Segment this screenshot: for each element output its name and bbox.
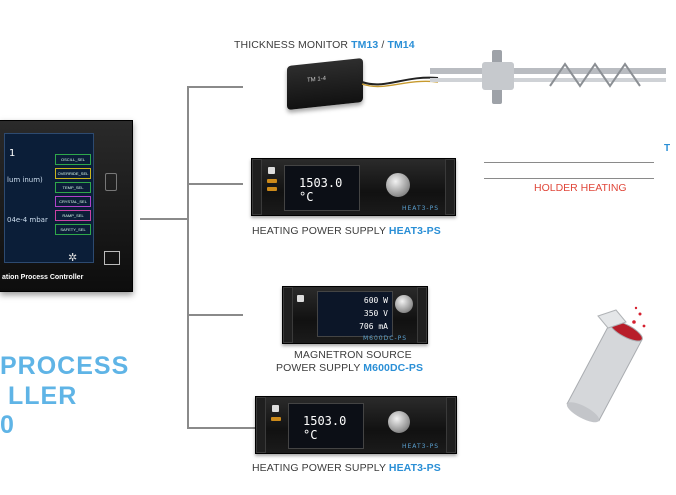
branch-heat-bottom xyxy=(187,427,257,429)
branch-thickness xyxy=(187,86,243,88)
right-label-t: T xyxy=(664,143,671,154)
logo-icon xyxy=(104,251,120,265)
power-button-icon xyxy=(268,167,275,174)
thickness-model-b: TM14 xyxy=(387,39,415,51)
heat-top-reading: 1503.0 °C xyxy=(299,176,343,204)
magnetron-label-line1: MAGNETRON SOURCE xyxy=(294,349,412,361)
control-knob xyxy=(395,295,413,313)
process-controller: 1 lum inum) 04e-4 mbar OSCILL_SEL OVERRI… xyxy=(0,120,133,292)
thickness-monitor-text: THICKNESS MONITOR xyxy=(234,39,352,51)
thickness-device-text: TM 1-4 xyxy=(307,75,327,84)
branch-heat-top xyxy=(187,183,243,185)
sensor-cable xyxy=(361,76,439,88)
usb-port-icon xyxy=(105,173,117,191)
heat-top-label: HEATING POWER SUPPLY HEAT3-PS xyxy=(252,225,441,237)
heat-top-model: HEAT3-PS xyxy=(388,225,441,237)
screen-text-c: 04e-4 mbar xyxy=(7,216,48,224)
controller-panel-caption: ation Process Controller xyxy=(2,274,84,281)
magnetron-label-line2: POWER SUPPLY M600DC-PS xyxy=(276,362,423,374)
screen-button: TEMP_SEL xyxy=(55,182,91,193)
heat3-ps-device-top: 1503.0 °C HEAT3-PS xyxy=(251,158,456,216)
controller-screen: 1 lum inum) 04e-4 mbar OSCILL_SEL OVERRI… xyxy=(4,133,94,263)
screen-button: RAMP_SEL xyxy=(55,210,91,221)
magnetron-reading-current: 706 mA xyxy=(359,322,388,331)
power-button-icon xyxy=(297,295,304,302)
heat-bottom-label: HEATING POWER SUPPLY HEAT3-PS xyxy=(252,462,441,474)
magnetron-reading-voltage: 350 V xyxy=(363,309,388,318)
magnetron-badge: M600DC-PS xyxy=(363,335,408,342)
heat-bottom-badge: HEAT3-PS xyxy=(402,443,440,450)
vacuum-feedthrough xyxy=(430,50,666,104)
screen-button: SAFETY_SEL xyxy=(55,224,91,235)
thickness-monitor-device: TM 1-4 xyxy=(287,58,363,110)
screen-button: CRYSTAL_SEL xyxy=(55,196,91,207)
control-knob xyxy=(386,173,410,197)
heat-bottom-label-text: HEATING POWER SUPPLY xyxy=(252,462,389,474)
thickness-model-a: TM13 xyxy=(351,39,379,51)
power-button-icon xyxy=(272,405,279,412)
magnetron-screen: 600 W 350 V 706 mA xyxy=(317,291,393,337)
screen-button: OVERRIDE_SEL xyxy=(55,168,91,179)
thickness-sep: / xyxy=(378,39,388,51)
holder-heating-label: HOLDER HEATING xyxy=(534,182,627,194)
controller-title-line2: LLER xyxy=(8,382,78,410)
magnetron-reading-power: 600 W xyxy=(363,296,388,305)
branch-magnetron xyxy=(187,314,243,316)
screen-value-a: 1 xyxy=(9,148,16,159)
controller-title-line1: PROCESS xyxy=(0,352,130,380)
heat-bottom-screen: 1503.0 °C xyxy=(288,403,364,449)
screen-button: OSCILL_SEL xyxy=(55,154,91,165)
line-to-t xyxy=(484,162,654,163)
controller-link xyxy=(140,218,188,220)
magnetron-model: M600DC-PS xyxy=(363,362,424,374)
heat-top-label-text: HEATING POWER SUPPLY xyxy=(252,225,389,237)
line-holder-heating xyxy=(484,178,654,179)
controller-title-line3: 0 xyxy=(0,411,15,439)
screen-text-b: lum inum) xyxy=(7,176,43,184)
control-knob xyxy=(388,411,410,433)
heat-top-screen: 1503.0 °C xyxy=(284,165,360,211)
heat-top-badge: HEAT3-PS xyxy=(402,205,440,212)
gear-icon: ✲ xyxy=(68,252,78,264)
magnetron-label-text: POWER SUPPLY xyxy=(276,362,364,374)
heat3-ps-device-bottom: 1503.0 °C HEAT3-PS xyxy=(255,396,457,454)
main-bus-vertical xyxy=(187,86,189,428)
crucible-source-illustration xyxy=(566,306,646,423)
heat-bottom-model: HEAT3-PS xyxy=(388,462,441,474)
thickness-monitor-label: THICKNESS MONITOR TM13 / TM14 xyxy=(234,39,415,51)
heat-bottom-reading: 1503.0 °C xyxy=(303,414,347,442)
m600dc-ps-device: 600 W 350 V 706 mA M600DC-PS xyxy=(282,286,428,344)
